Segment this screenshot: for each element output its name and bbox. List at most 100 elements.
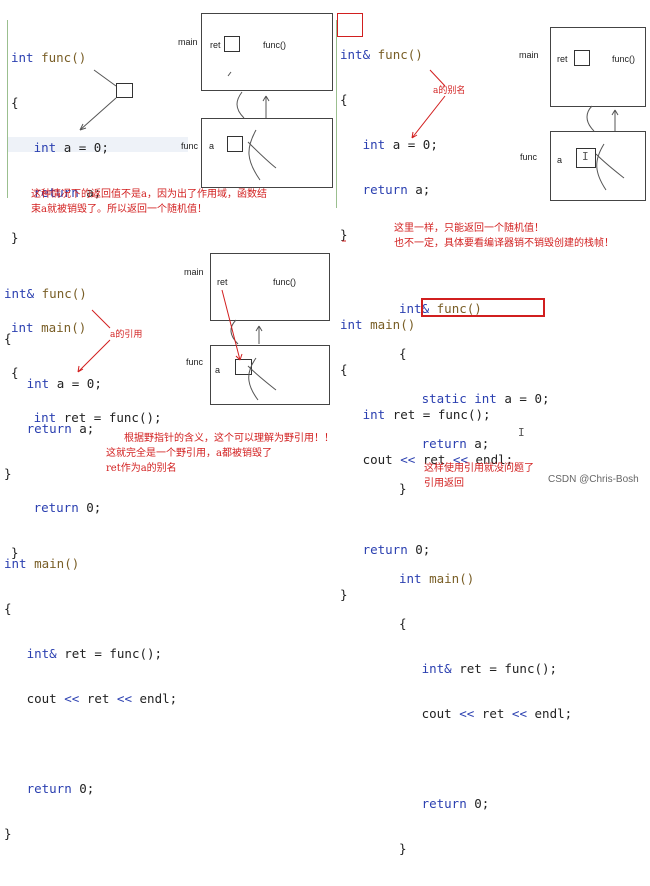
code-line: { xyxy=(340,362,348,377)
a-cell xyxy=(235,359,252,375)
code-token: return xyxy=(421,796,467,811)
arrow-line xyxy=(262,95,270,118)
code-line: { xyxy=(11,365,19,380)
code-token: a = 0; xyxy=(504,391,550,406)
code-token: cout xyxy=(421,706,452,721)
code-token: ret xyxy=(422,452,446,467)
code-line: } xyxy=(4,826,12,841)
frame-label-main: main xyxy=(519,50,539,60)
frame-label-func-call: func() xyxy=(612,54,636,64)
frame-label-func: func xyxy=(520,152,538,162)
code-token: 0; xyxy=(79,781,95,796)
stack-frame-main xyxy=(550,27,646,107)
code-token: << xyxy=(116,691,132,706)
code-token: endl; xyxy=(139,691,178,706)
text-cursor-icon: I xyxy=(518,426,525,439)
code-line: } xyxy=(4,466,12,481)
code-token: a = 0; xyxy=(56,376,102,391)
code-token: a; xyxy=(79,421,95,436)
code-line: { xyxy=(11,95,19,110)
code-token: cout xyxy=(26,691,57,706)
stack-frame-func xyxy=(550,131,646,201)
code-token: int& xyxy=(26,646,57,661)
code-token: endl; xyxy=(534,706,573,721)
arrowhead xyxy=(79,123,87,131)
code-token: main() xyxy=(370,317,416,332)
arrow-line xyxy=(255,325,263,344)
code-token: int xyxy=(26,376,50,391)
stack-frame-main xyxy=(201,13,333,91)
arrow-line xyxy=(236,91,245,119)
code-token: 0; xyxy=(474,796,490,811)
frame-label-func: func xyxy=(181,141,199,151)
arrow-line xyxy=(79,97,117,131)
arrow-line xyxy=(77,339,111,373)
frame-label-func-call: func() xyxy=(273,277,297,287)
arrow-line xyxy=(221,289,243,361)
ret-cell xyxy=(224,36,240,52)
code-token: ret xyxy=(86,691,110,706)
alias-label: a的别名 xyxy=(433,86,466,96)
code-line: { xyxy=(4,601,12,616)
code-token: cout xyxy=(362,452,393,467)
code-token: << xyxy=(452,452,468,467)
scribble-x xyxy=(247,129,277,181)
frame-label-func-call: func() xyxy=(263,40,287,50)
annotation-note-1: 这种情况下的返回值不是a，因为出了作用域，函数结 束a就被销毁了。所以返回一个随… xyxy=(31,189,267,215)
code-token: int xyxy=(340,317,363,332)
code-token: << xyxy=(400,452,416,467)
code-token: func() xyxy=(41,50,87,65)
code-token: << xyxy=(64,691,80,706)
var-label-a: a xyxy=(209,141,215,151)
code-token: endl; xyxy=(475,452,514,467)
code-line: { xyxy=(4,331,12,346)
code-line: } xyxy=(399,481,407,496)
code-token: return xyxy=(421,436,467,451)
code-gutter xyxy=(336,20,337,208)
code-token: a; xyxy=(86,185,102,200)
a-cell xyxy=(227,136,243,152)
scribble-x xyxy=(247,357,277,401)
code-token: int xyxy=(33,140,57,155)
code-token: func() xyxy=(377,47,423,62)
code-token: int xyxy=(362,137,386,152)
code-gutter xyxy=(7,20,8,198)
code-token: << xyxy=(511,706,527,721)
code-token: int xyxy=(11,50,34,65)
text-cursor-icon: I xyxy=(582,150,589,163)
stack-frame-func xyxy=(210,345,330,405)
code-token: a; xyxy=(415,182,431,197)
code-token: static int xyxy=(421,391,497,406)
var-label-ret: ret xyxy=(557,54,568,64)
code-line: } xyxy=(399,841,407,856)
code-token: int xyxy=(4,556,27,571)
code-token: int& xyxy=(421,661,452,676)
arrow-line xyxy=(429,69,446,87)
code-token: a = 0; xyxy=(63,140,109,155)
code-line: } xyxy=(340,227,348,242)
code-line: } xyxy=(11,230,19,245)
code-line: { xyxy=(399,616,407,631)
arrow-line xyxy=(93,69,117,87)
scribble-x xyxy=(595,143,625,191)
code-token: int& xyxy=(4,286,35,301)
current-line-highlight xyxy=(8,137,188,152)
code-block-2: int& func() { int a = 0; return a; } int… xyxy=(340,17,513,632)
code-token: ret = func(); xyxy=(63,410,162,425)
stack-frame-func xyxy=(201,118,333,188)
code-token: ret = func(); xyxy=(64,646,163,661)
ret-cell xyxy=(574,50,590,66)
code-token: ret = func(); xyxy=(392,407,491,422)
code-token: return xyxy=(362,182,408,197)
code-token: main() xyxy=(41,320,87,335)
static-line-highlight xyxy=(421,298,545,317)
code-token: a = 0; xyxy=(392,137,438,152)
frame-label-main: main xyxy=(178,37,198,47)
code-line: { xyxy=(399,346,407,361)
code-token: ret xyxy=(481,706,505,721)
watermark: CSDN @Chris-Bosh xyxy=(548,474,639,485)
code-token: a; xyxy=(474,436,490,451)
code-token: int& xyxy=(340,47,371,62)
code-token: main() xyxy=(34,556,80,571)
code-token: int xyxy=(399,571,422,586)
